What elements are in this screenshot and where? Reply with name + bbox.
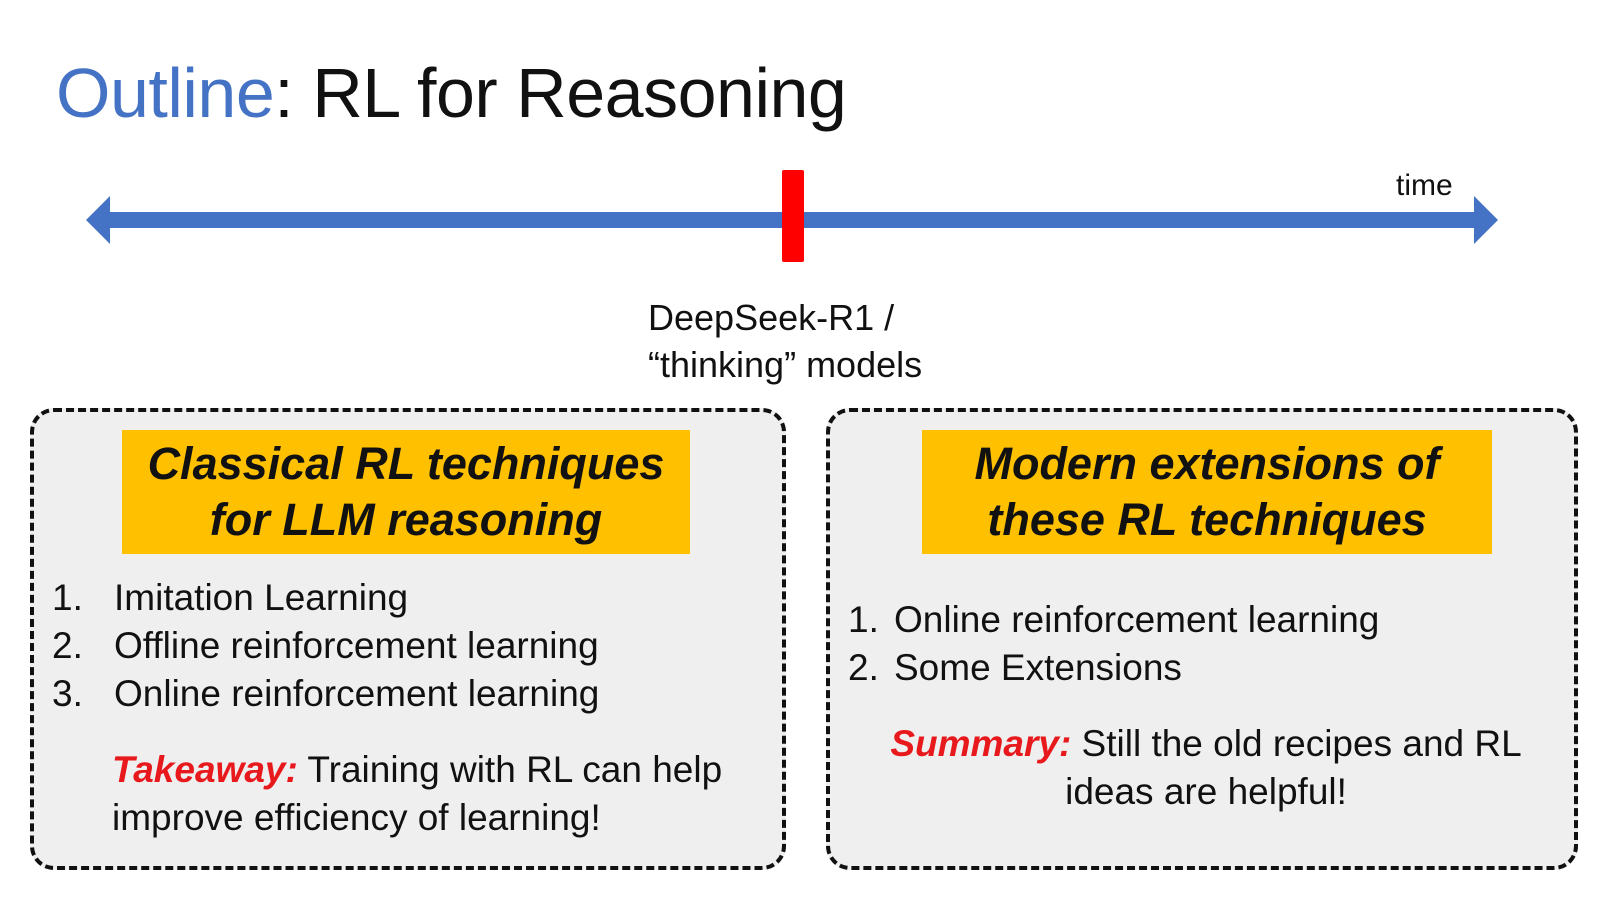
timeline [86,170,1498,262]
classical-rl-heading: Classical RL techniques for LLM reasonin… [122,430,690,554]
list-item: 3. Online reinforcement learning [52,670,599,718]
list-number: 3. [52,673,83,714]
modern-extensions-panel: Modern extensions of these RL techniques… [826,408,1578,870]
list-number: 1. [52,577,83,618]
modern-extensions-list: 1. Online reinforcement learning 2. Some E… [848,596,1379,692]
list-text: Online reinforcement learning [894,599,1380,640]
classical-rl-heading-line1: Classical RL techniques [147,438,665,489]
modern-extensions-heading-line2: these RL techniques [987,494,1427,545]
list-text: Offline reinforcement learning [114,625,599,666]
list-item: 2. Some Extensions [848,644,1379,692]
modern-extensions-heading: Modern extensions of these RL techniques [922,430,1492,554]
list-text: Imitation Learning [114,577,409,618]
time-axis-label: time [1396,169,1453,202]
list-item: 1. Online reinforcement learning [848,596,1379,644]
milestone-label-line1: DeepSeek-R1 / [648,297,895,338]
summary-note: Summary: Still the old recipes and RL id… [850,720,1562,816]
modern-extensions-heading-line1: Modern extensions of [974,438,1440,489]
takeaway-keyword: Takeaway: [112,749,298,790]
list-text: Online reinforcement learning [114,673,600,714]
title-accent: Outline [56,54,275,132]
slide-title: Outline: RL for Reasoning [56,48,847,138]
classical-rl-panel: Classical RL techniques for LLM reasonin… [30,408,786,870]
list-number: 2. [52,625,83,666]
classical-rl-heading-line2: for LLM reasoning [209,494,603,545]
list-item: 2. Offline reinforcement learning [52,622,599,670]
summary-keyword: Summary: [890,723,1072,764]
milestone-label-line2: “thinking” models [648,344,923,385]
milestone-label: DeepSeek-R1 / “thinking” models [648,294,922,388]
list-number: 2. [848,647,879,688]
timeline-arrow-right [1474,196,1498,244]
list-item: 1. Imitation Learning [52,574,599,622]
title-rest: : RL for Reasoning [274,54,847,132]
classical-rl-list: 1. Imitation Learning 2. Offline reinforce… [52,574,599,718]
summary-text: Still the old recipes and RL ideas are h… [1065,723,1522,812]
timeline-arrow-left [86,196,110,244]
list-text: Some Extensions [894,647,1182,688]
list-number: 1. [848,599,879,640]
timeline-marker [782,170,804,262]
takeaway-text: Training with RL can help improve effici… [112,749,723,838]
takeaway-note: Takeaway: Training with RL can help impr… [112,746,772,842]
